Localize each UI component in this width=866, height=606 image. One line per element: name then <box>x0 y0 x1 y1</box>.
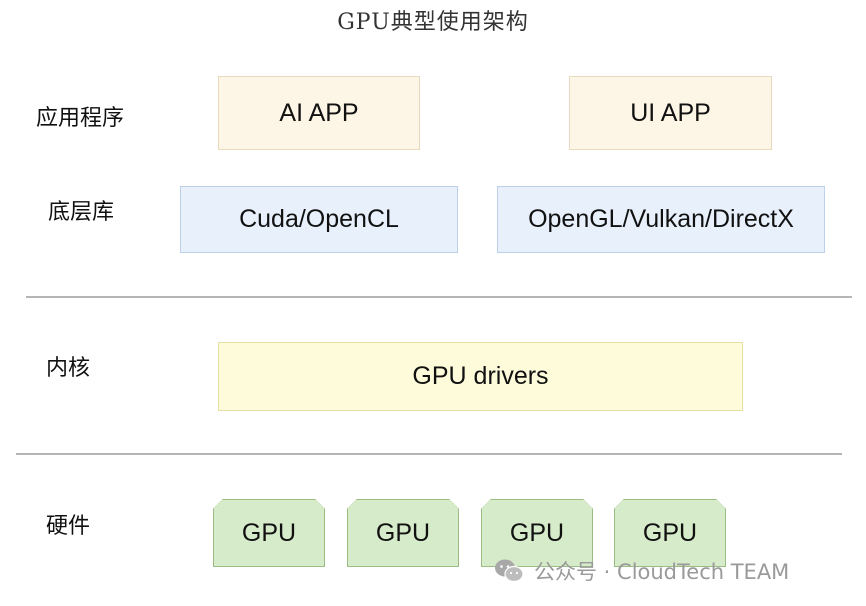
gpu-chip: GPU <box>614 499 726 567</box>
layer-label-hardware: 硬件 <box>46 514 91 539</box>
opengl-vulkan-directx-box: OpenGL/Vulkan/DirectX <box>497 186 825 253</box>
diagram-title: GPU典型使用架构 <box>337 10 529 35</box>
wechat-icon <box>495 559 524 583</box>
gpu-chip: GPU <box>213 499 325 567</box>
watermark-text: 公众号 · CloudTech TEAM <box>534 560 790 584</box>
layer-label-app: 应用程序 <box>36 106 125 131</box>
cuda-opencl-box: Cuda/OpenCL <box>180 186 458 253</box>
gpu-drivers-box: GPU drivers <box>218 342 743 411</box>
divider-kernel-hardware <box>16 453 842 455</box>
layer-label-kernel: 内核 <box>46 356 91 381</box>
gpu-chip: GPU <box>347 499 459 567</box>
layer-label-lib: 底层库 <box>48 200 115 225</box>
divider-user-kernel <box>26 296 852 298</box>
gpu-chip: GPU <box>481 499 593 567</box>
watermark: 公众号 · CloudTech TEAM <box>494 556 789 586</box>
ai-app-box: AI APP <box>218 76 420 150</box>
ui-app-box: UI APP <box>569 76 772 150</box>
